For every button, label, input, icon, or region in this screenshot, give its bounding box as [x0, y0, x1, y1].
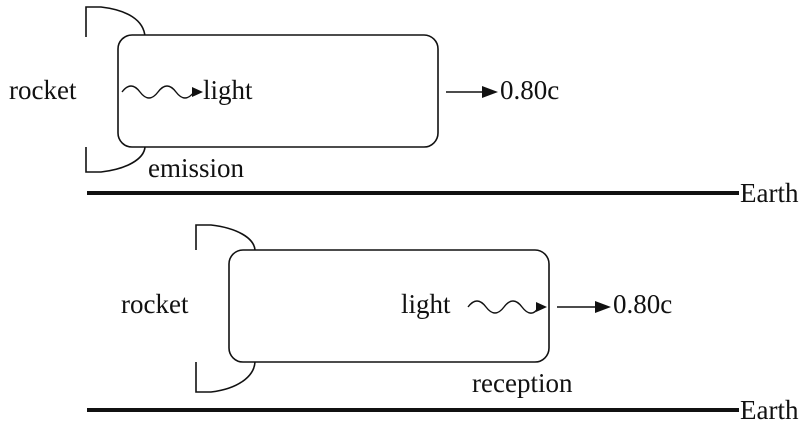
light-arrowhead-top [192, 87, 203, 97]
rocket-top-body [117, 34, 439, 148]
speed-label-bottom: 0.80c [613, 289, 672, 319]
light-label-top: light [203, 75, 253, 105]
velocity-arrowhead-bottom [595, 301, 611, 313]
rocket-top-label: rocket [9, 75, 77, 105]
rocket-bottom-label: rocket [121, 289, 189, 319]
speed-label-top: 0.80c [500, 75, 559, 105]
rocket-bottom-lower-fin [195, 361, 256, 393]
rocket-bottom-upper-fin [195, 224, 256, 251]
scene-emission: rocket light 0.80c emission Earth [9, 6, 799, 208]
light-label-bottom: light [401, 289, 451, 319]
rocket-top-upper-fin [85, 6, 146, 38]
rocket-top-lower-fin [85, 146, 146, 173]
light-arrowhead-bottom [536, 302, 547, 312]
event-label-emission: emission [148, 153, 245, 183]
light-wave-top [121, 85, 195, 99]
velocity-arrowhead-top [482, 86, 498, 98]
earth-label-top: Earth [740, 178, 799, 208]
event-label-reception: reception [472, 368, 573, 398]
scene-reception: rocket light 0.80c reception Earth [87, 224, 799, 425]
light-wave-bottom [467, 300, 539, 314]
rocket-bottom-body [228, 249, 550, 363]
earth-label-bottom: Earth [740, 395, 799, 425]
